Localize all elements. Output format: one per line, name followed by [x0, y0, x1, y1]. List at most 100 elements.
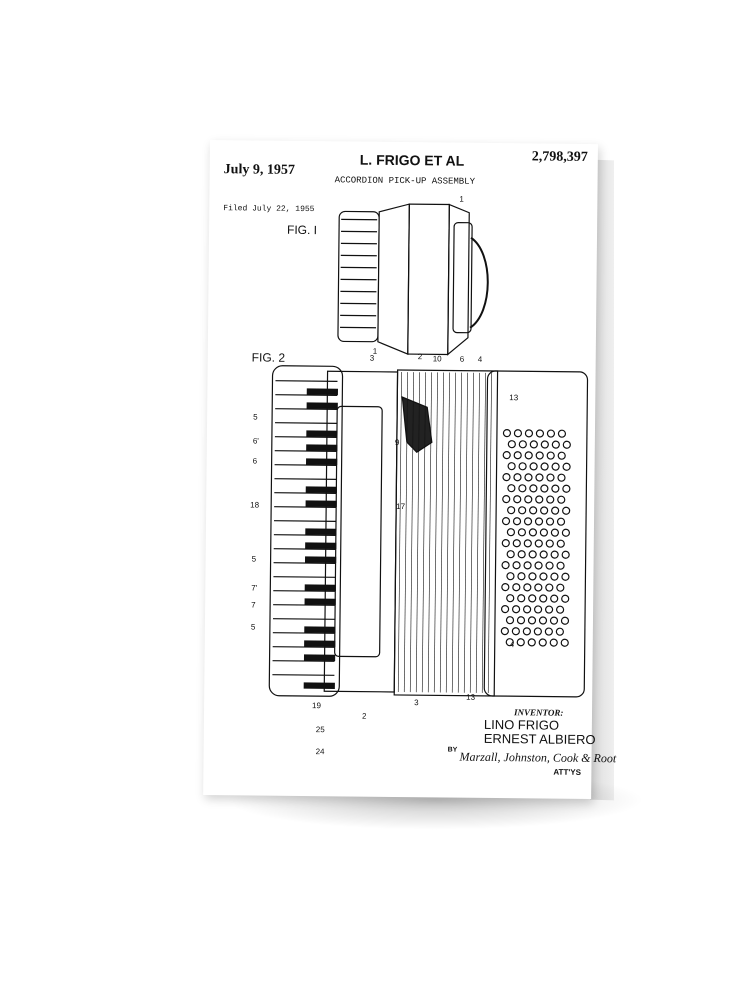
bass-button — [513, 473, 522, 482]
ref-numeral: 10 — [432, 354, 442, 364]
bass-button — [518, 440, 527, 449]
bass-button — [512, 583, 521, 592]
piano-key-line — [274, 464, 337, 466]
black-key — [306, 388, 339, 395]
bass-button — [545, 583, 554, 592]
bass-button — [522, 627, 531, 636]
ref-numeral: 25 — [315, 725, 325, 735]
bass-button — [545, 605, 554, 614]
bass-button — [524, 451, 533, 460]
bass-button — [505, 638, 514, 647]
bass-button — [529, 440, 538, 449]
bass-button — [527, 616, 537, 625]
ref-numeral: 19 — [312, 701, 322, 711]
black-key — [306, 444, 338, 451]
bellows-fold — [457, 372, 462, 693]
bass-button — [535, 429, 545, 438]
bass-button — [540, 506, 549, 515]
ref-numeral: 5 — [251, 554, 257, 564]
bass-button — [556, 605, 565, 614]
bass-button — [523, 517, 533, 526]
black-key — [306, 402, 338, 409]
bass-button — [556, 561, 565, 570]
bellows-fold — [481, 372, 486, 693]
bass-button — [512, 539, 521, 548]
piano-key-line — [272, 632, 335, 634]
bass-button — [507, 506, 516, 515]
bellows-fold — [433, 372, 438, 693]
bass-button — [551, 440, 560, 449]
black-key — [304, 556, 337, 563]
bass-button — [545, 539, 554, 548]
ref-numeral: 4 — [509, 640, 515, 650]
piano-key-line — [274, 478, 337, 480]
bass-button — [538, 616, 548, 625]
bass-button — [561, 594, 570, 603]
bass-button — [518, 484, 527, 493]
bass-button — [506, 572, 515, 581]
bass-button — [544, 627, 553, 636]
ref-numeral: 17 — [396, 501, 406, 512]
bass-button — [523, 561, 532, 570]
ref-numeral: 18 — [250, 500, 260, 510]
ref-numeral: 1 — [459, 194, 464, 204]
bellows-fold — [487, 372, 492, 693]
piano-key-line — [272, 646, 335, 648]
bass-button — [535, 451, 544, 460]
bass-button — [507, 440, 516, 449]
bass-button — [549, 616, 559, 625]
bass-button — [513, 429, 523, 438]
bass-button — [546, 473, 555, 482]
bass-button — [501, 583, 510, 592]
bellows-fold — [439, 372, 444, 693]
bass-button — [524, 495, 533, 504]
bass-button — [524, 429, 534, 438]
bass-button — [535, 473, 544, 482]
black-key — [305, 542, 337, 549]
black-key — [305, 500, 337, 507]
piano-key-line — [274, 492, 337, 494]
bass-button — [538, 638, 547, 647]
inventor-name: ERNEST ALBIERO — [483, 730, 596, 748]
bass-button — [529, 462, 538, 471]
ref-numeral: 6 — [459, 354, 465, 364]
piano-key-line — [274, 506, 337, 508]
black-key — [303, 682, 335, 689]
bass-button — [556, 583, 565, 592]
bass-button — [562, 440, 571, 449]
bass-button — [518, 462, 527, 471]
piano-key-line — [275, 408, 338, 410]
piano-key-line — [273, 534, 336, 536]
bass-button — [561, 528, 571, 537]
bellows-fold — [415, 372, 420, 693]
bass-button — [507, 462, 516, 471]
bass-button — [539, 550, 548, 559]
bass-button — [534, 583, 543, 592]
bass-button — [528, 572, 537, 581]
bass-button — [502, 495, 511, 504]
piano-key-line — [272, 618, 335, 620]
bass-button — [523, 583, 532, 592]
bass-button — [505, 616, 515, 625]
bellows-fold — [409, 372, 414, 693]
black-key — [306, 430, 338, 437]
bass-button — [501, 517, 511, 526]
bass-button — [518, 506, 527, 515]
black-key — [305, 486, 337, 493]
bass-button — [512, 561, 521, 570]
bass-button — [549, 638, 558, 647]
attys-label: ATT'YS — [553, 767, 581, 777]
bass-button — [550, 594, 559, 603]
bass-button — [501, 561, 510, 570]
ref-numeral: 3 — [414, 698, 419, 708]
bellows-fold — [469, 372, 474, 693]
bass-button — [534, 561, 543, 570]
bass-button — [512, 517, 522, 526]
piano-key-line — [275, 394, 338, 396]
bass-button — [513, 495, 522, 504]
bass-button — [556, 539, 565, 548]
greeting-card: July 9, 1957 L. FRIGO ET AL 2,798,397 AC… — [203, 140, 616, 800]
bellows-fold — [475, 372, 480, 693]
bass-button — [517, 572, 526, 581]
ref-numeral: 7' — [251, 583, 258, 593]
